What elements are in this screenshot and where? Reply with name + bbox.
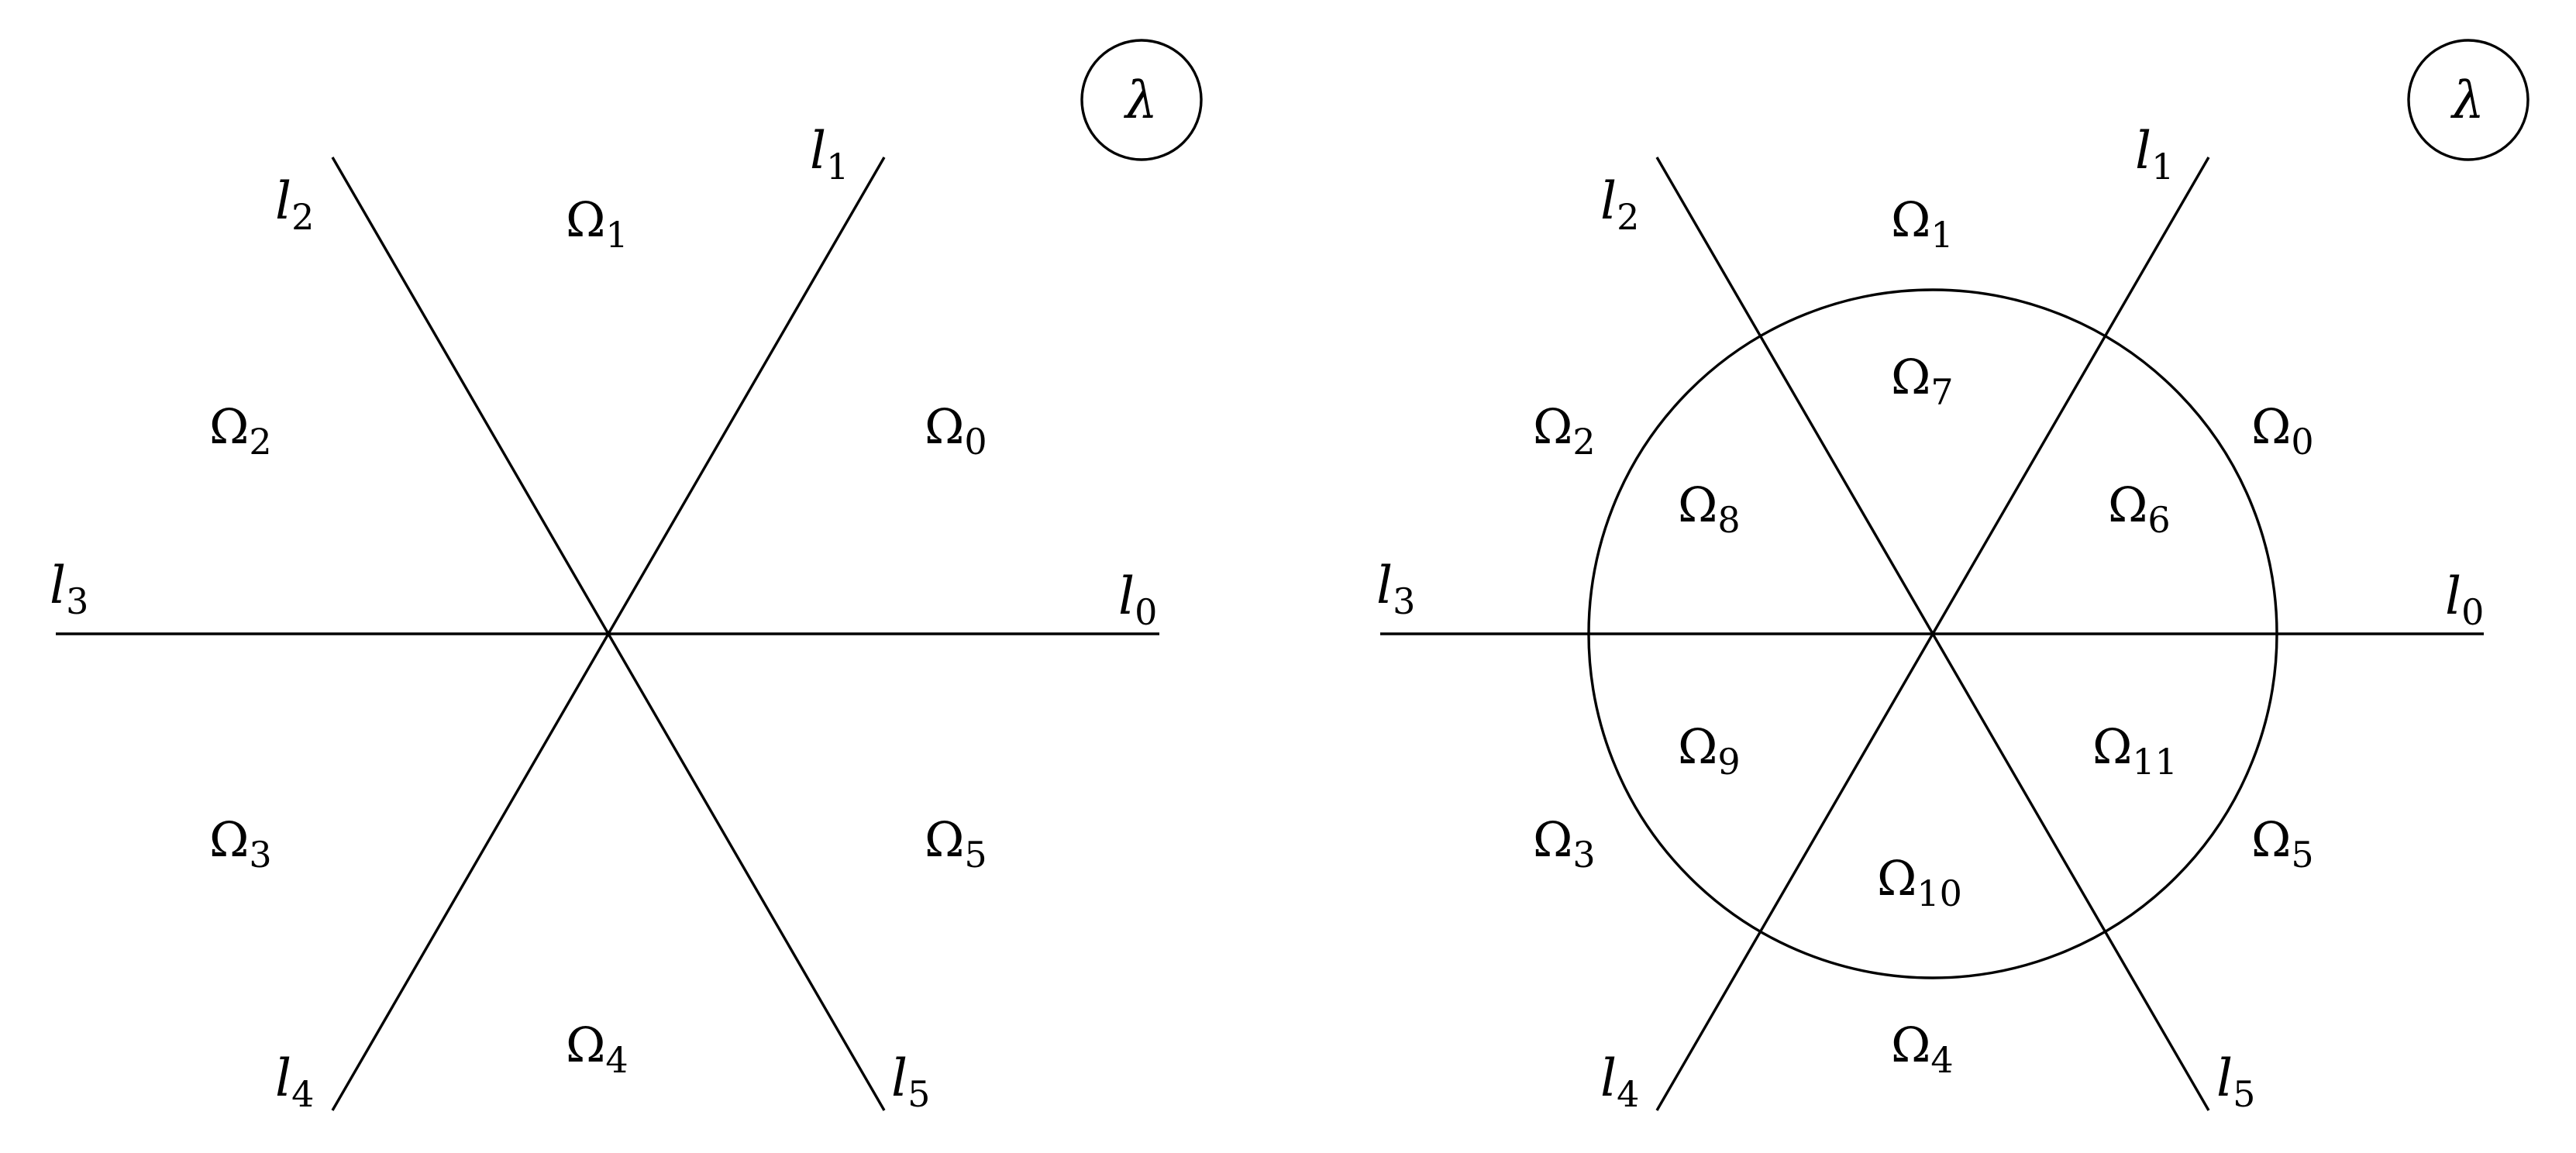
left-ray-l1 [607, 157, 886, 635]
right-region-omega-3: Ω3 [1533, 811, 1596, 876]
right-region-omega-7: Ω7 [1891, 349, 1954, 413]
right-boundary-circle [1587, 288, 2278, 979]
right-region-omega-1: Ω1 [1891, 191, 1954, 256]
right-region-omega-6: Ω6 [2108, 477, 2171, 541]
right-region-omega-5: Ω5 [2251, 811, 2314, 876]
left-region-omega-4: Ω4 [566, 1017, 629, 1081]
left-ray-l5 [607, 633, 886, 1111]
right-ray-l5 [1931, 633, 2210, 1111]
left-ray-l4 [331, 633, 610, 1111]
right-region-omega-4: Ω4 [1891, 1017, 1954, 1081]
right-badge-circle [2407, 39, 2530, 161]
right-label-l5: l5 [2216, 1048, 2255, 1115]
right-lambda-badge: λ [2407, 39, 2530, 161]
right-label-l2: l2 [1600, 171, 1639, 238]
right-ray-l4 [1655, 633, 1934, 1111]
right-label-l3: l3 [1376, 556, 1415, 622]
left-region-omega-2: Ω2 [209, 398, 272, 463]
left-label-l4: l4 [275, 1048, 314, 1115]
left-label-l0: l0 [1118, 566, 1157, 633]
left-lambda-badge: λ [1080, 39, 1203, 161]
right-region-omega-2: Ω2 [1533, 398, 1596, 463]
left-label-l5: l5 [891, 1048, 930, 1115]
right-region-omega-10: Ω10 [1877, 850, 1962, 914]
right-label-l0: l0 [2445, 566, 2484, 633]
right-region-omega-11: Ω11 [2092, 718, 2178, 783]
left-ray-l2 [331, 157, 610, 635]
right-ray-l1 [1931, 157, 2210, 635]
left-region-omega-5: Ω5 [925, 811, 987, 876]
right-region-omega-0: Ω0 [2251, 398, 2314, 463]
left-region-omega-3: Ω3 [209, 811, 272, 876]
right-label-l1: l1 [2135, 121, 2174, 188]
right-panel: λ l0 l1 l2 l3 l4 l5 Ω0 Ω1 Ω2 Ω3 Ω4 Ω5 Ω6… [1376, 39, 2530, 1115]
left-badge-circle [1080, 39, 1203, 161]
left-label-l1: l1 [810, 121, 849, 188]
right-region-omega-9: Ω9 [1678, 718, 1741, 783]
right-label-l4: l4 [1600, 1048, 1639, 1115]
right-ray-l2 [1655, 157, 1934, 635]
right-badge-symbol: λ [2450, 71, 2485, 130]
left-region-omega-0: Ω0 [925, 398, 987, 463]
left-label-l3: l3 [50, 556, 88, 622]
left-badge-symbol: λ [1123, 71, 1158, 130]
right-region-omega-8: Ω8 [1678, 477, 1741, 541]
left-region-omega-1: Ω1 [566, 191, 629, 256]
left-panel: λ l0 l1 l2 l3 l4 l5 Ω0 Ω1 Ω2 Ω3 Ω4 Ω5 [50, 39, 1203, 1115]
left-label-l2: l2 [275, 171, 314, 238]
